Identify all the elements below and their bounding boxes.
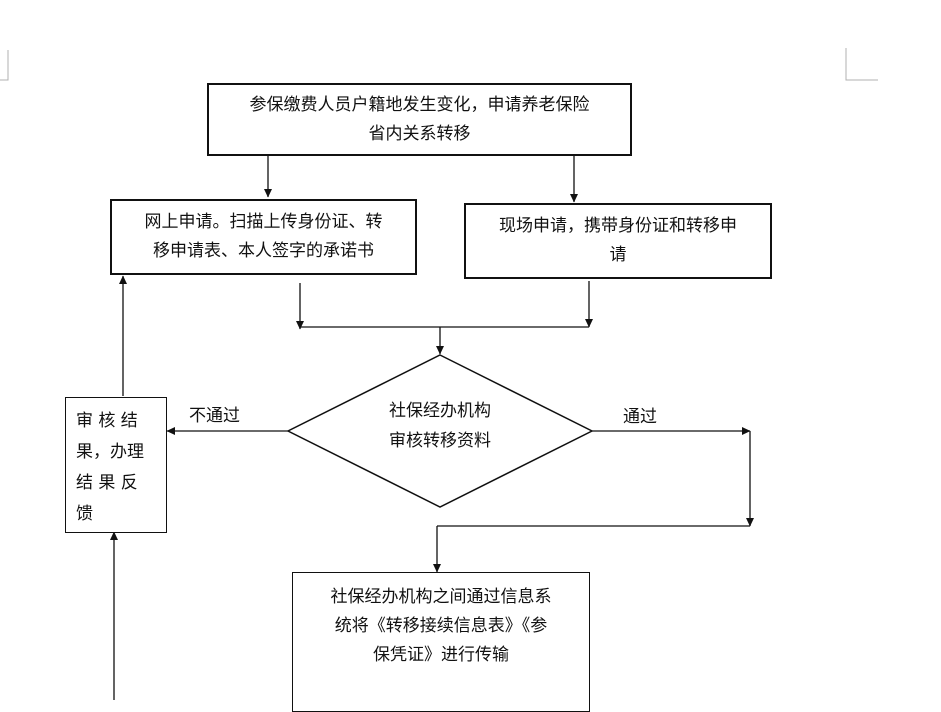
feedback-line-4: 馈 bbox=[76, 504, 93, 524]
top-right-corner-mark bbox=[845, 48, 878, 81]
pass-label: 通过 bbox=[623, 407, 657, 427]
onsite-line-1: 现场申请，携带身份证和转移申 bbox=[499, 216, 737, 236]
transfer-box: 社保经办机构之间通过信息系 统将《转移接续信息表》《参 保凭证》进行传输 bbox=[292, 572, 590, 712]
start-line-2: 省内关系转移 bbox=[368, 123, 471, 144]
feedback-line-3: 结 果 反 bbox=[76, 473, 138, 493]
onsite-application-box: 现场申请，携带身份证和转移申 请 bbox=[464, 203, 772, 279]
review-diamond bbox=[286, 354, 594, 508]
start-line-1: 参保缴费人员户籍地发生变化，申请养老保险 bbox=[249, 94, 590, 115]
onsite-line-2: 请 bbox=[609, 245, 627, 265]
online-application-box: 网上申请。扫描上传身份证、转 移申请表、本人签字的承诺书 bbox=[110, 199, 417, 275]
feedback-box: 审 核 结 果，办理 结 果 反 馈 bbox=[65, 397, 167, 533]
start-box: 参保缴费人员户籍地发生变化，申请养老保险 省内关系转移 bbox=[207, 83, 632, 156]
transfer-line-1: 社保经办机构之间通过信息系 bbox=[330, 587, 552, 607]
online-line-1: 网上申请。扫描上传身份证、转 bbox=[144, 212, 383, 232]
review-line-1: 社保经办机构 bbox=[389, 401, 491, 421]
feedback-line-1: 审 核 结 bbox=[76, 411, 138, 431]
review-label: 社保经办机构 审核转移资料 bbox=[340, 396, 540, 456]
top-left-corner-mark bbox=[0, 50, 9, 81]
fail-label: 不通过 bbox=[189, 406, 240, 426]
transfer-line-2: 统将《转移接续信息表》《参 bbox=[334, 616, 548, 636]
transfer-line-3: 保凭证》进行传输 bbox=[373, 645, 509, 665]
online-line-2: 移申请表、本人签字的承诺书 bbox=[153, 241, 374, 261]
feedback-line-2: 果，办理 bbox=[76, 442, 144, 462]
review-line-2: 审核转移资料 bbox=[389, 431, 491, 451]
